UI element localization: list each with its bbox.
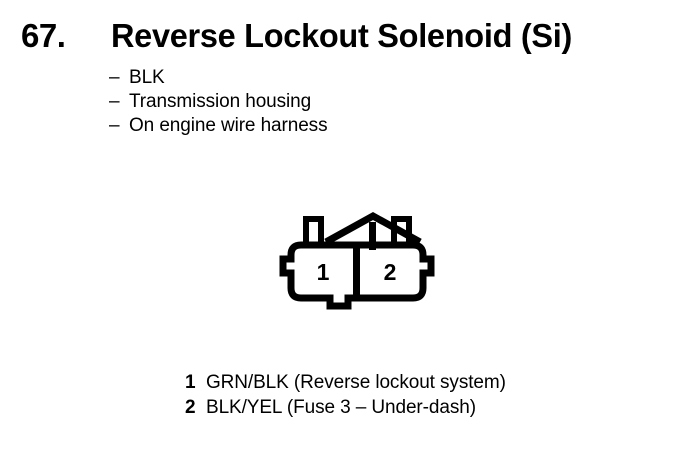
dash-bullet-icon: – bbox=[109, 115, 120, 136]
dash-bullet-icon: – bbox=[109, 91, 120, 112]
legend-pin-number: 1 bbox=[185, 372, 196, 393]
left-tab-icon bbox=[303, 216, 324, 248]
list-item: –BLK bbox=[109, 66, 529, 90]
connector-body-outline bbox=[279, 241, 435, 310]
connector-illustration: 1 2 bbox=[279, 212, 435, 310]
list-item: –On engine wire harness bbox=[109, 114, 529, 138]
page-title: Reverse Lockout Solenoid (Si) bbox=[111, 17, 573, 54]
dash-bullet-icon: – bbox=[109, 67, 120, 88]
pin-legend: 1 GRN/BLK (Reverse lockout system) 2 BLK/Y… bbox=[185, 370, 645, 420]
list-item: –Transmission housing bbox=[109, 90, 529, 114]
legend-pin-description: GRN/BLK (Reverse lockout system) bbox=[206, 372, 506, 393]
list-item-label: BLK bbox=[129, 67, 165, 88]
latch-peak-icon bbox=[324, 212, 422, 246]
cavity-divider bbox=[353, 245, 360, 298]
list-item-label: Transmission housing bbox=[129, 91, 312, 112]
legend-row: 1 GRN/BLK (Reverse lockout system) bbox=[185, 370, 645, 395]
connector-diagram: 1 2 bbox=[268, 204, 478, 314]
connector-latch-group bbox=[324, 212, 422, 246]
page-header: 67. Reverse Lockout Solenoid (Si) bbox=[0, 16, 688, 60]
cavity-number-1: 1 bbox=[317, 259, 330, 285]
legend-row: 2 BLK/YEL (Fuse 3 – Under-dash) bbox=[185, 395, 645, 420]
section-number: 67. bbox=[21, 17, 66, 54]
list-item-label: On engine wire harness bbox=[129, 115, 328, 136]
latch-stem-icon bbox=[369, 222, 376, 250]
attribute-list: –BLK –Transmission housing –On engine wi… bbox=[109, 66, 529, 138]
legend-pin-description: BLK/YEL (Fuse 3 – Under-dash) bbox=[206, 397, 476, 418]
cavity-number-2: 2 bbox=[384, 259, 397, 285]
legend-pin-number: 2 bbox=[185, 397, 196, 418]
